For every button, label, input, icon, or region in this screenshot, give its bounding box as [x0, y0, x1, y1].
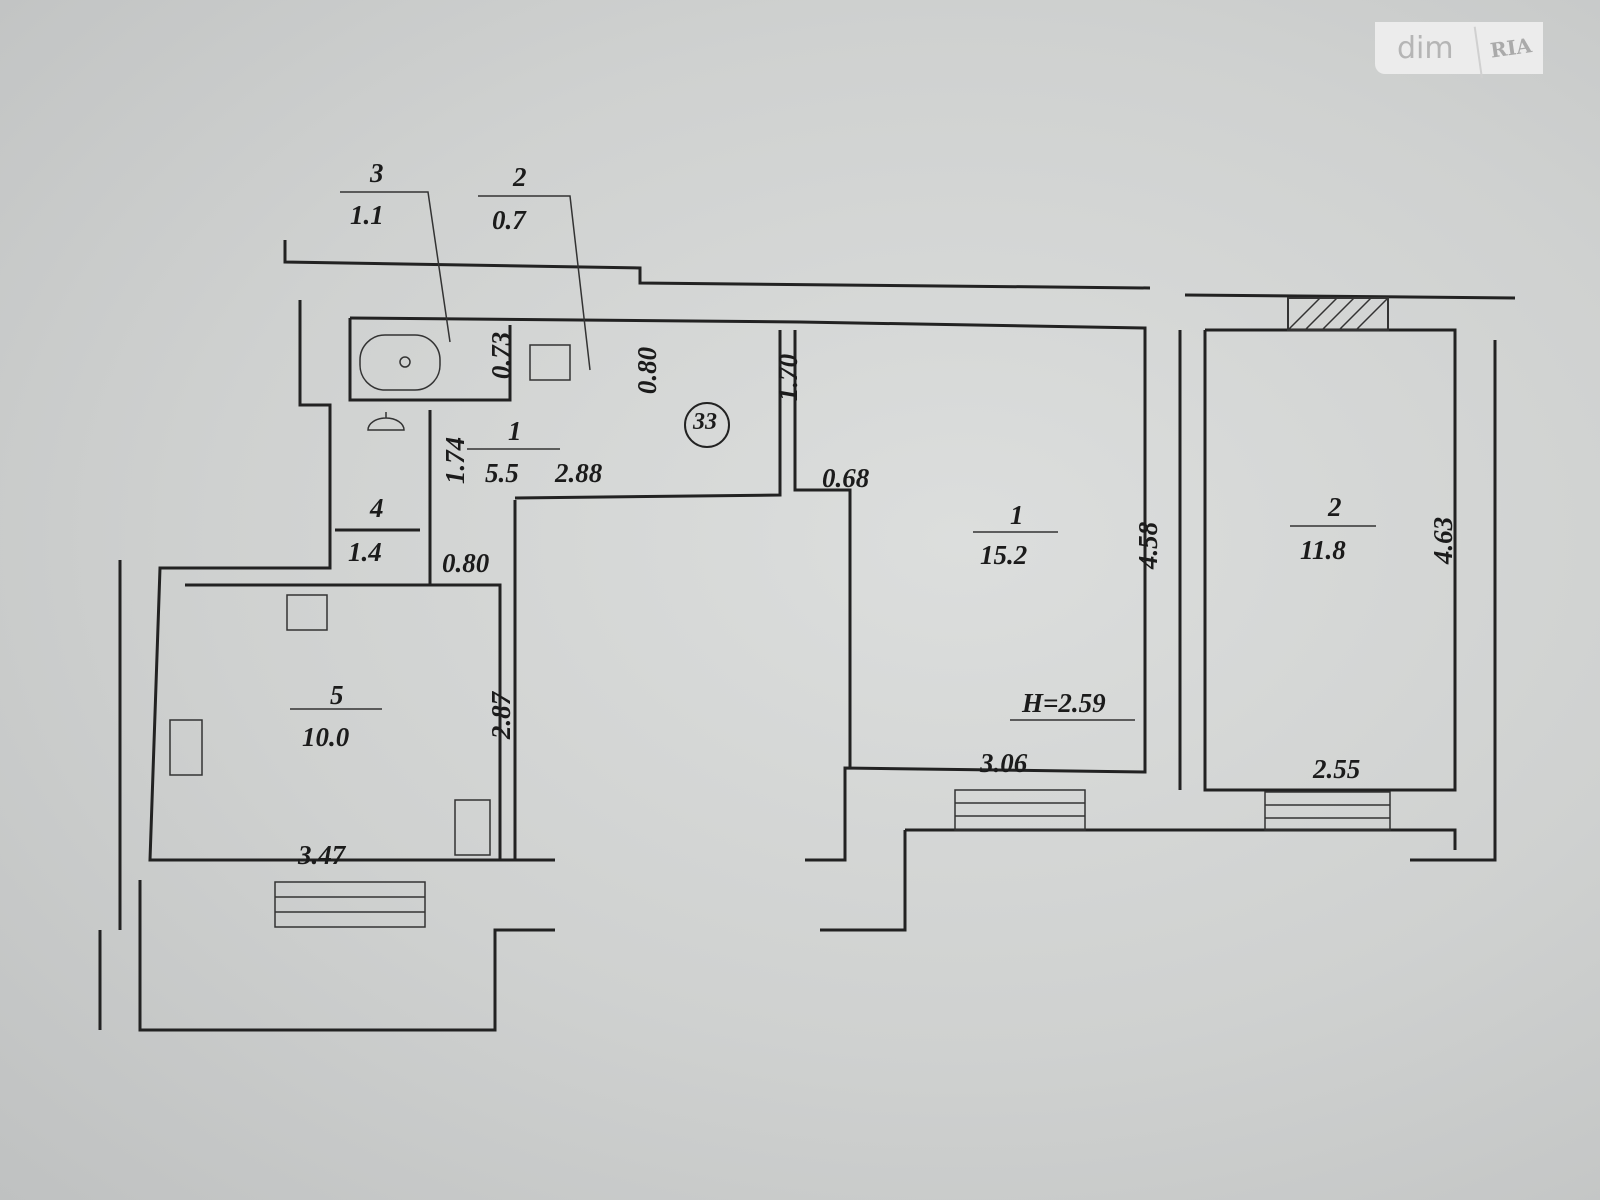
leader-lines	[290, 191, 1376, 721]
dim-hall-height: 1.70	[773, 353, 804, 402]
apartment-number-circle	[684, 402, 730, 448]
room1-number: 1	[1010, 500, 1024, 530]
apartment-number: 33	[693, 409, 717, 435]
watermark-dim: dim	[1397, 30, 1454, 66]
dim-toilet-width: 0.73	[486, 331, 517, 380]
bathroom-number: 4	[370, 493, 384, 523]
room2-number: 2	[1328, 492, 1342, 522]
watermark-ria: RIA	[1473, 17, 1547, 79]
toilet-icon	[359, 334, 441, 391]
closet-number: 2	[513, 162, 527, 192]
shower-icon	[367, 412, 405, 431]
fixtures	[169, 334, 571, 856]
dim-door-gap: 0.68	[822, 463, 870, 493]
dim-room1-depth: 4.58	[1133, 521, 1164, 570]
stove-icon	[169, 719, 203, 776]
dim-room2-depth: 4.63	[1428, 516, 1459, 565]
kitchen-area: 10.0	[302, 722, 350, 752]
dim-closet-width: 0.80	[632, 346, 663, 395]
kitchen-sink-icon	[286, 594, 328, 631]
bathroom-area: 1.4	[348, 537, 382, 567]
walls	[98, 240, 1516, 1032]
dim-room1-width: 3.06	[980, 748, 1028, 778]
dim-hall-left: 1.74	[440, 436, 471, 485]
hallway-area: 5.5	[485, 458, 519, 488]
dim-corridor-width: 0.80	[442, 548, 490, 578]
toilet-area: 1.1	[350, 200, 384, 230]
hallway-number: 1	[508, 416, 522, 446]
kitchen-number: 5	[330, 680, 344, 710]
toilet-number: 3	[370, 158, 384, 188]
dim-kitchen-depth: 2.87	[486, 691, 517, 740]
ceiling-height: H=2.59	[1022, 688, 1106, 718]
dim-hall-length: 2.88	[555, 458, 603, 488]
room1-area: 15.2	[980, 540, 1028, 570]
stove-icon-2	[454, 799, 491, 856]
dim-room2-width: 2.55	[1313, 754, 1361, 784]
windows	[274, 297, 1391, 928]
dim-kitchen-width: 3.47	[298, 840, 346, 870]
watermark-logo: dim RIA	[1375, 17, 1547, 79]
room2-area: 11.8	[1300, 535, 1346, 565]
sink-icon	[529, 344, 571, 381]
closet-area: 0.7	[492, 205, 526, 235]
